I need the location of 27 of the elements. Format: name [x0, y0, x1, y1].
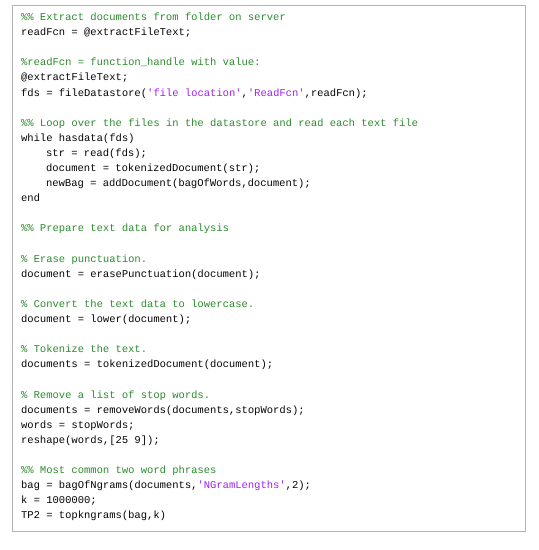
code-line: end	[21, 193, 40, 206]
code-line: document = tokenizedDocument(str);	[46, 163, 260, 176]
code-line: documents = removeWords(documents,stopWords);	[21, 404, 305, 418]
code-comment: % Erase punctuation.	[21, 254, 148, 267]
code-line: documents = tokenizedDocument(document);	[21, 359, 274, 372]
code-line: words = stopWords;	[21, 420, 134, 433]
code-comment: %% Loop over the files in the datastore and read each text file	[21, 118, 418, 131]
code-comment: % Convert the text data to lowercase.	[21, 298, 254, 312]
code-listing-panel	[12, 5, 526, 532]
code-comment: %readFcn = function_handle with value:	[21, 57, 260, 70]
code-comment: % Tokenize the text.	[21, 344, 148, 358]
code-comment: %% Prepare text data for analysis	[21, 223, 229, 236]
code-line: @extractFileText;	[21, 72, 128, 86]
code-line: TP2 = topkngrams(bag,k)	[21, 510, 166, 524]
code-line: newBag = addDocument(bagOfWords,document);	[46, 178, 311, 192]
code-line: bag = bagOfNgrams(documents,'NGramLengths',2);	[21, 480, 311, 494]
code-line: k = 1000000;	[21, 495, 97, 508]
code-line: while hasdata(fds)	[21, 132, 134, 146]
code-comment: % Remove a list of stop words.	[21, 390, 210, 402]
code-line: document = erasePunctuation(document);	[21, 268, 260, 282]
code-line: reshape(words,[25 9]);	[21, 434, 160, 448]
code-line: document = lower(document);	[21, 314, 192, 327]
code-line: fds = fileDatastore('file location','ReadFcn',readFcn);	[21, 88, 368, 100]
code-line: str = read(fds);	[46, 148, 147, 161]
code-comment: %% Most common two word phrases	[21, 465, 216, 478]
code-line: readFcn = @extractFileText;	[21, 27, 192, 40]
code-comment: %% Extract documents from folder on server	[21, 12, 286, 25]
